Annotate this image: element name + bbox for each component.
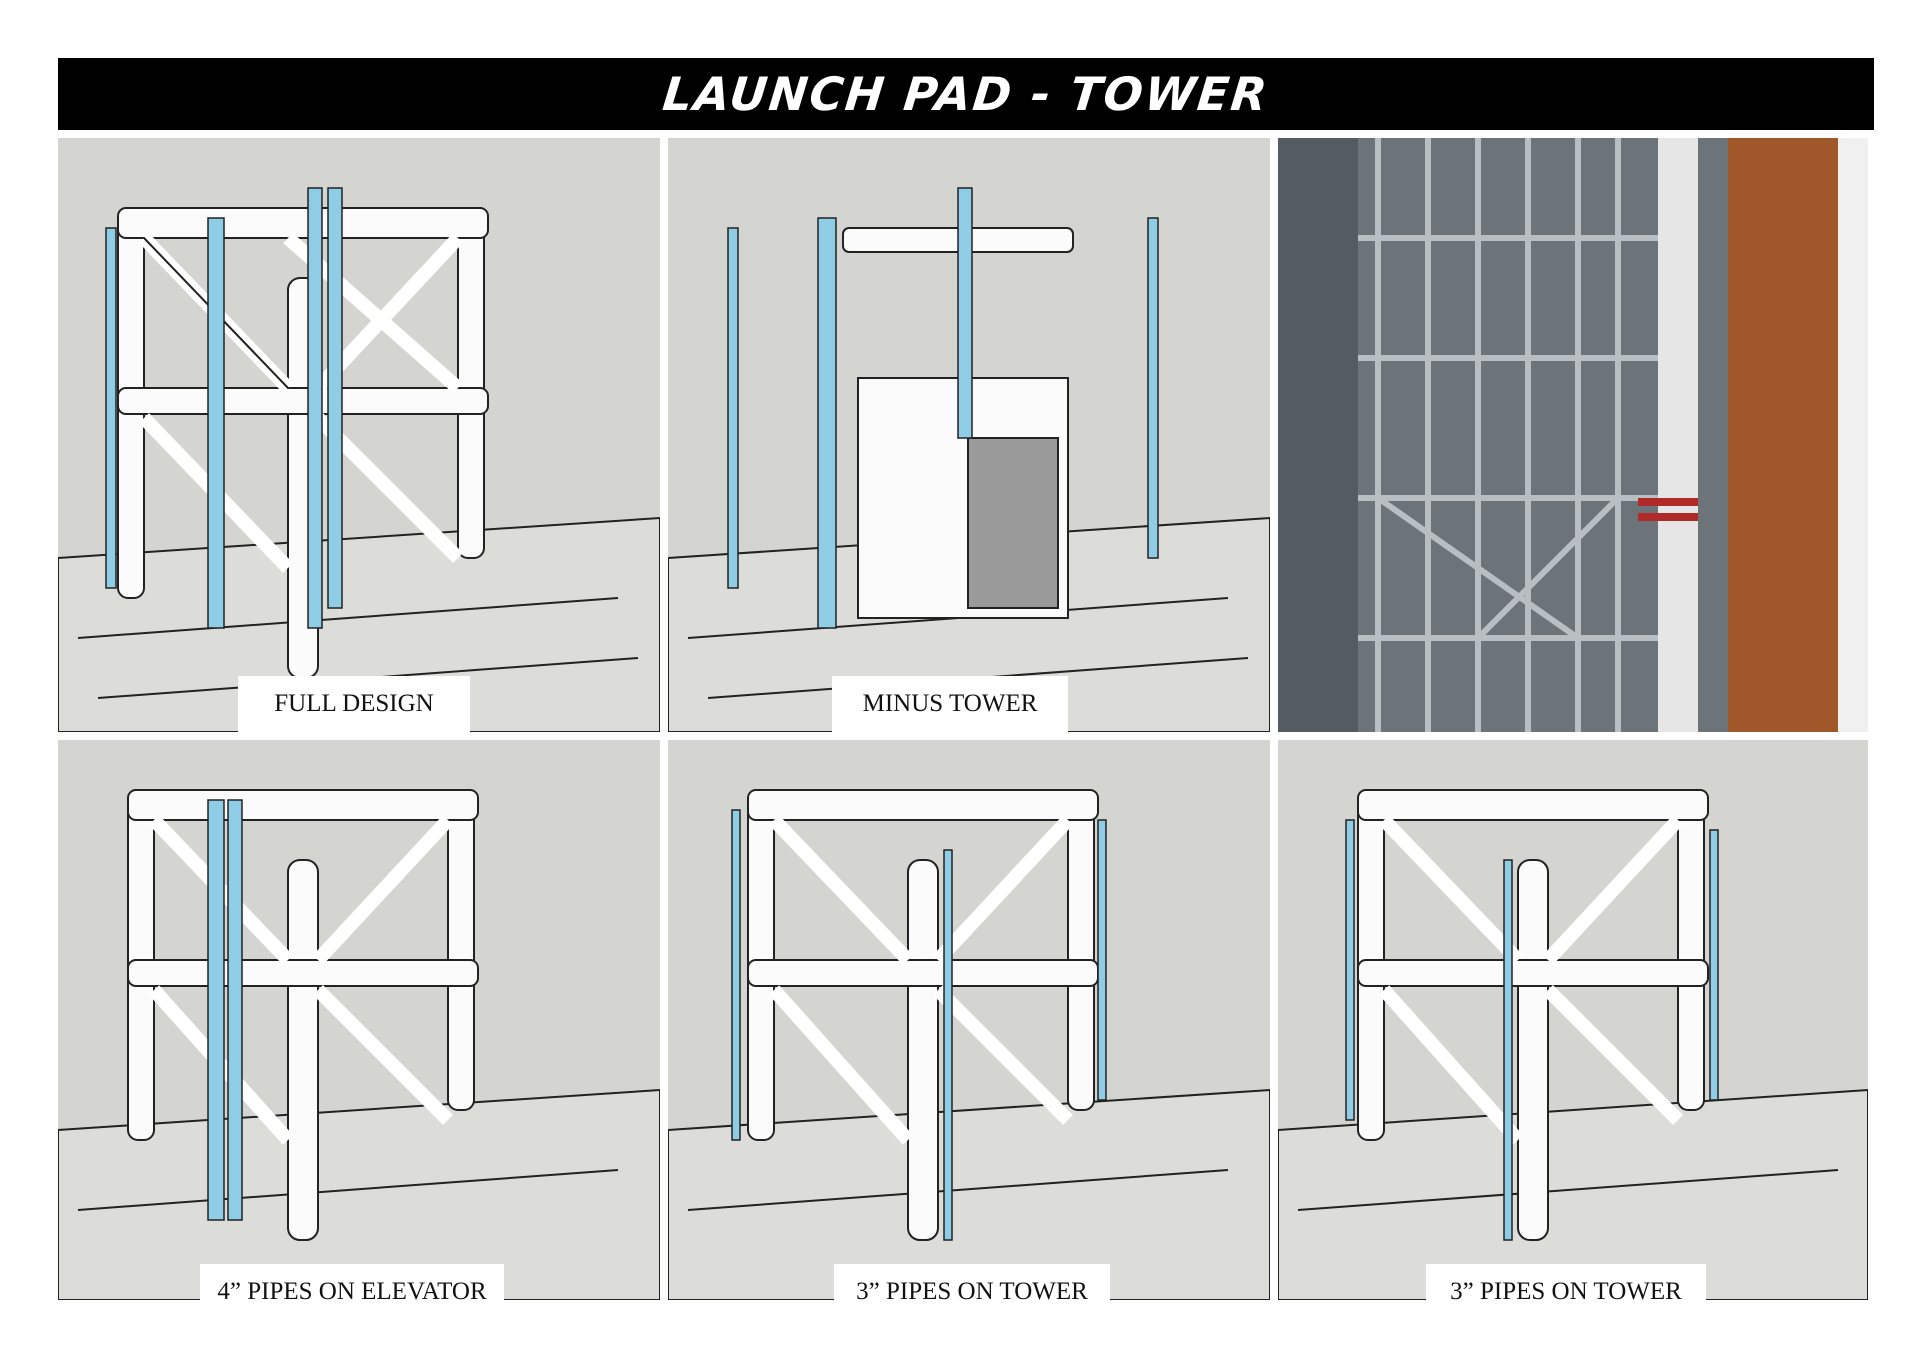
panel-3in-pipes-tower-b: 3” PIPES ON TOWER bbox=[1278, 740, 1868, 1300]
panel-photo bbox=[1278, 138, 1868, 732]
panel-caption: 3” PIPES ON TOWER bbox=[1426, 1264, 1706, 1300]
panel-caption: MINUS TOWER bbox=[832, 676, 1068, 732]
panel-caption: FULL DESIGN bbox=[238, 676, 470, 732]
page-title: LAUNCH PAD - TOWER bbox=[660, 67, 1272, 121]
tower-render-3in-pipes-a bbox=[668, 789, 1270, 1300]
launch-tower-photo bbox=[1278, 138, 1868, 732]
panel-full-design: FULL DESIGN bbox=[58, 138, 660, 732]
tower-render-4in-pipes bbox=[58, 789, 660, 1300]
title-bar: LAUNCH PAD - TOWER bbox=[58, 58, 1874, 130]
panel-caption: 4” PIPES ON ELEVATOR bbox=[200, 1264, 504, 1300]
tower-render-full-design bbox=[58, 187, 660, 732]
panel-minus-tower: MINUS TOWER bbox=[668, 138, 1270, 732]
tower-render-3in-pipes-b bbox=[1278, 789, 1868, 1300]
panel-3in-pipes-tower-a: 3” PIPES ON TOWER bbox=[668, 740, 1270, 1300]
panel-4in-pipes-elevator: 4” PIPES ON ELEVATOR bbox=[58, 740, 660, 1300]
panel-caption: 3” PIPES ON TOWER bbox=[834, 1264, 1110, 1300]
tower-render-minus-tower bbox=[668, 187, 1270, 732]
